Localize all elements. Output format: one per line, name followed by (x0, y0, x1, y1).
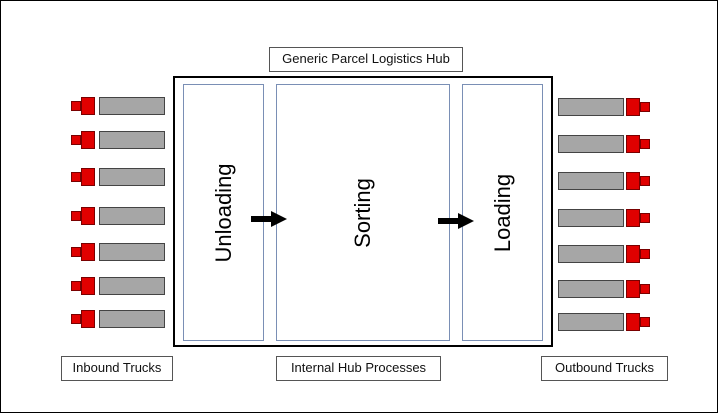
truck-trailer (99, 97, 165, 115)
truck-bumper (640, 102, 650, 112)
truck-trailer (558, 135, 624, 153)
inbound-truck (71, 168, 167, 188)
truck-bumper (71, 211, 81, 221)
sorting-zone: Sorting (276, 84, 450, 341)
truck-bumper (71, 247, 81, 257)
truck-cab (626, 135, 640, 153)
truck-cab (81, 310, 95, 328)
truck-cab (81, 168, 95, 186)
truck-trailer (558, 209, 624, 227)
internal-processes-label: Internal Hub Processes (276, 356, 441, 381)
truck-cab (626, 98, 640, 116)
truck-bumper (640, 284, 650, 294)
truck-bumper (640, 317, 650, 327)
truck-bumper (640, 139, 650, 149)
outbound-trucks-label: Outbound Trucks (541, 356, 668, 381)
truck-trailer (558, 313, 624, 331)
inbound-truck (71, 131, 167, 151)
truck-trailer (558, 98, 624, 116)
truck-trailer (99, 168, 165, 186)
truck-cab (81, 97, 95, 115)
outbound-truck (558, 172, 654, 192)
outbound-truck (558, 98, 654, 118)
sorting-label: Sorting (350, 177, 375, 248)
truck-trailer (558, 280, 624, 298)
loading-label: Loading (489, 173, 515, 252)
inbound-truck (71, 207, 167, 227)
truck-bumper (71, 281, 81, 291)
arrow-sorting-to-loading (438, 213, 474, 229)
outbound-truck (558, 209, 654, 229)
truck-bumper (71, 314, 81, 324)
truck-cab (626, 245, 640, 263)
truck-trailer (99, 131, 165, 149)
truck-cab (81, 243, 95, 261)
truck-cab (626, 280, 640, 298)
inbound-truck (71, 310, 167, 330)
arrow-unloading-to-sorting (251, 211, 287, 227)
truck-bumper (71, 135, 81, 145)
truck-bumper (640, 176, 650, 186)
truck-trailer (99, 207, 165, 225)
inbound-truck (71, 243, 167, 263)
loading-zone: Loading (462, 84, 543, 341)
truck-cab (626, 172, 640, 190)
truck-cab (81, 207, 95, 225)
truck-cab (81, 131, 95, 149)
outbound-truck (558, 313, 654, 333)
truck-cab (626, 313, 640, 331)
truck-trailer (558, 172, 624, 190)
truck-cab (626, 209, 640, 227)
unloading-label: Unloading (210, 162, 236, 263)
truck-trailer (99, 277, 165, 295)
inbound-truck (71, 277, 167, 297)
hub-title: Generic Parcel Logistics Hub (269, 47, 463, 72)
inbound-truck (71, 97, 167, 117)
truck-trailer (558, 245, 624, 263)
outbound-truck (558, 245, 654, 265)
truck-bumper (640, 249, 650, 259)
hub-boundary: Unloading Sorting Loading (173, 76, 553, 347)
truck-trailer (99, 310, 165, 328)
truck-bumper (71, 101, 81, 111)
inbound-trucks-label: Inbound Trucks (61, 356, 173, 381)
truck-bumper (71, 172, 81, 182)
outbound-truck (558, 135, 654, 155)
truck-bumper (640, 213, 650, 223)
truck-cab (81, 277, 95, 295)
truck-trailer (99, 243, 165, 261)
unloading-zone: Unloading (183, 84, 264, 341)
outbound-truck (558, 280, 654, 300)
